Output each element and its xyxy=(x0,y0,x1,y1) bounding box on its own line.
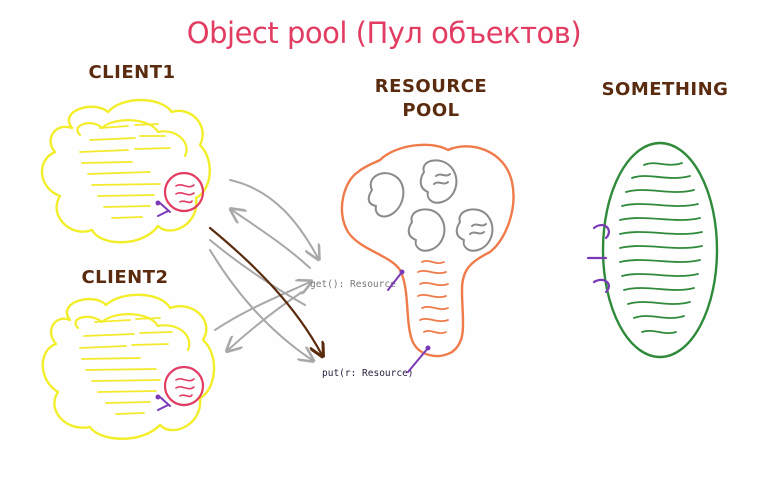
client2-node xyxy=(41,293,216,440)
arrow-extra xyxy=(209,239,306,306)
client1-label: CLIENT1 xyxy=(88,62,175,83)
resource-pool-node xyxy=(340,143,515,373)
client2-label: CLIENT2 xyxy=(81,267,168,288)
client1-lines xyxy=(79,123,171,219)
client1-resource-circle xyxy=(163,171,205,213)
client2-resource-circle xyxy=(163,365,205,407)
hook-icon xyxy=(155,200,171,217)
hook-icon xyxy=(586,223,610,294)
client1-node xyxy=(40,98,211,244)
something-lines xyxy=(619,162,703,335)
pool-lines xyxy=(417,259,449,335)
hook-icon xyxy=(155,394,171,411)
resource-pool-label-line2: POOL xyxy=(402,100,459,121)
arrow-brown-to-put xyxy=(208,226,322,355)
diagram-title: Object pool (Пул объектов) xyxy=(187,16,581,50)
something-node xyxy=(586,141,719,359)
arrow-client-to-put xyxy=(209,249,312,360)
arrow-client2-to-get xyxy=(214,282,310,331)
something-outline xyxy=(601,141,719,359)
arrow-client1-to-get xyxy=(229,179,318,258)
client2-lines xyxy=(79,317,173,415)
resource-pool-label-line1: RESOURCE xyxy=(375,76,487,97)
arrows xyxy=(208,179,322,360)
something-label: SOMETHING xyxy=(602,79,729,100)
get-method-label: get(): Resource xyxy=(310,279,396,290)
hook-icon xyxy=(387,269,405,291)
hook-icon xyxy=(407,345,431,373)
put-method-label: put(r: Resource) xyxy=(322,368,414,379)
pool-resources xyxy=(367,159,494,252)
arrow-get-to-client1 xyxy=(232,210,311,269)
